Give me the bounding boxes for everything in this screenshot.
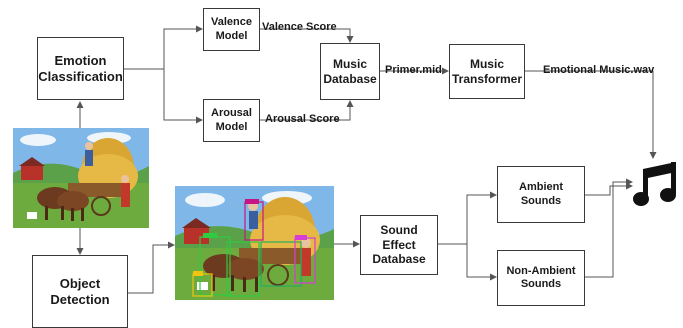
edge-ambient-output: [585, 182, 633, 196]
sound-effect-database-node: Sound Effect Database: [360, 215, 438, 275]
detected-painting: [175, 186, 334, 300]
ambient-sounds-node: Ambient Sounds: [497, 166, 585, 223]
object-detection-label: Object Detection: [50, 275, 110, 307]
emotion-classification-label: Emotion Classification: [38, 52, 123, 84]
edge-valence-music: [260, 28, 354, 43]
valence-model-label: Valence Model: [211, 16, 252, 42]
edge-nonambient-output: [585, 178, 633, 278]
music-database-node: Music Database: [320, 43, 380, 100]
input-painting: [13, 128, 149, 228]
music-transformer-node: Music Transformer: [449, 44, 525, 99]
object-detection-node: Object Detection: [32, 255, 128, 328]
edge-transformer-output: [525, 70, 657, 159]
music-database-label: Music Database: [323, 57, 377, 86]
valence-score-label: Valence Score: [262, 21, 337, 33]
non-ambient-sounds-node: Non-Ambient Sounds: [497, 250, 585, 306]
ambient-sounds-label: Ambient Sounds: [519, 181, 563, 207]
edge-sound-nonambient: [438, 243, 497, 281]
music-note-icon: [632, 160, 678, 208]
emotional-music-wav-label: Emotional Music.wav: [543, 64, 655, 76]
arousal-model-label: Arousal Model: [211, 107, 252, 133]
music-transformer-label: Music Transformer: [451, 57, 523, 86]
primer-mid-label: Primer.mid: [385, 64, 442, 76]
valence-model-node: Valence Model: [203, 8, 260, 51]
arousal-score-label: Arousal Score: [265, 113, 340, 125]
sound-effect-database-label: Sound Effect Database: [372, 223, 426, 267]
edge-sound-ambient: [438, 191, 497, 245]
emotion-classification-node: Emotion Classification: [37, 37, 124, 100]
edge-arousal-music: [260, 100, 354, 121]
edge-emotion-valence: [124, 25, 203, 70]
non-ambient-sounds-label: Non-Ambient Sounds: [506, 264, 576, 290]
edge-emotion-arousal: [124, 68, 203, 124]
arousal-model-node: Arousal Model: [203, 99, 260, 142]
edge-detection-image: [128, 241, 175, 294]
